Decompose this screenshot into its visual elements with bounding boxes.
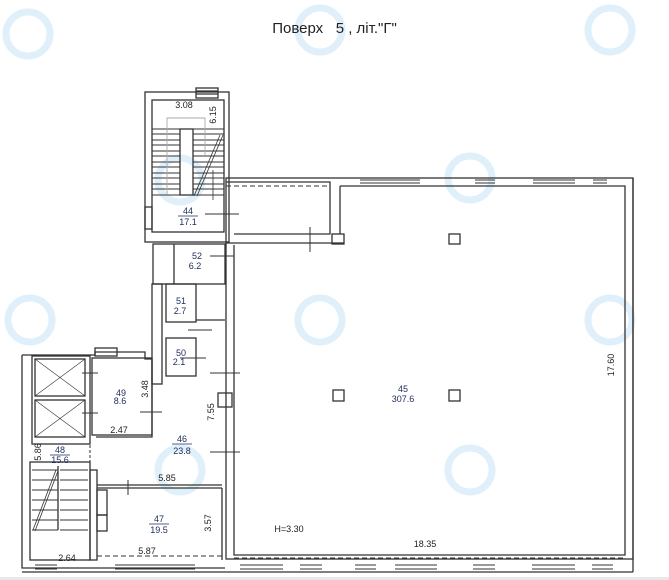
- room-label-46: 46 23.8: [172, 434, 192, 456]
- svg-text:44: 44: [183, 206, 193, 216]
- svg-text:51: 51: [176, 296, 186, 306]
- dim-stair-top-length: 6.15: [208, 106, 218, 124]
- title-prefix: Поверх: [272, 20, 324, 37]
- room-label-51: 51 2.7: [174, 296, 187, 316]
- bottom-scroll-edge: [0, 577, 669, 580]
- dim-room49-depth: 3.48: [140, 380, 150, 398]
- dim-room47-bottom: 5.87: [138, 546, 156, 556]
- dim-hall-length: 17.60: [606, 354, 616, 377]
- room-label-48: 48 15.6: [50, 445, 70, 465]
- svg-text:23.8: 23.8: [173, 446, 191, 456]
- svg-text:19.5: 19.5: [150, 525, 168, 535]
- svg-text:47: 47: [154, 514, 164, 524]
- room-label-52: 52 6.2: [189, 251, 202, 271]
- svg-text:17.1: 17.1: [179, 217, 197, 227]
- svg-text:45: 45: [398, 384, 408, 394]
- room-label-44: 44 17.1: [178, 206, 198, 227]
- title-suffix: , літ."Г": [348, 20, 397, 37]
- dim-stair-top-width: 3.08: [175, 100, 193, 110]
- page-title: Поверх 5 , літ."Г": [0, 20, 669, 37]
- room-label-50: 50 2.1: [173, 348, 186, 367]
- room-label-45: 45 307.6: [392, 384, 415, 404]
- dim-corridor-length: 7.55: [206, 403, 216, 421]
- svg-text:8.6: 8.6: [114, 396, 127, 406]
- svg-text:50: 50: [176, 348, 186, 358]
- svg-text:2.7: 2.7: [174, 306, 187, 316]
- room-label-47: 47 19.5: [149, 514, 169, 535]
- floor-number: 5: [335, 20, 345, 37]
- refresh-circle-icon: [2, 4, 636, 496]
- room-label-49: 49 8.6: [114, 388, 127, 406]
- svg-text:52: 52: [192, 251, 202, 261]
- dim-hall-width: 18.35: [414, 539, 437, 549]
- dim-room47-depth: 3.57: [203, 514, 213, 532]
- dim-stair-bottom-width: 2.64: [58, 553, 76, 563]
- dim-room49-width: 2.47: [110, 425, 128, 435]
- svg-text:2.1: 2.1: [173, 357, 186, 367]
- dim-stair-bottom-length: 5.86: [33, 443, 43, 461]
- svg-text:48: 48: [55, 445, 65, 455]
- svg-text:46: 46: [177, 434, 187, 444]
- dim-room47-top: 5.85: [158, 473, 176, 483]
- ceiling-height: H=3.30: [274, 524, 303, 534]
- svg-text:15.6: 15.6: [51, 455, 69, 465]
- svg-text:307.6: 307.6: [392, 394, 415, 404]
- svg-text:49: 49: [116, 388, 126, 398]
- svg-text:6.2: 6.2: [189, 261, 202, 271]
